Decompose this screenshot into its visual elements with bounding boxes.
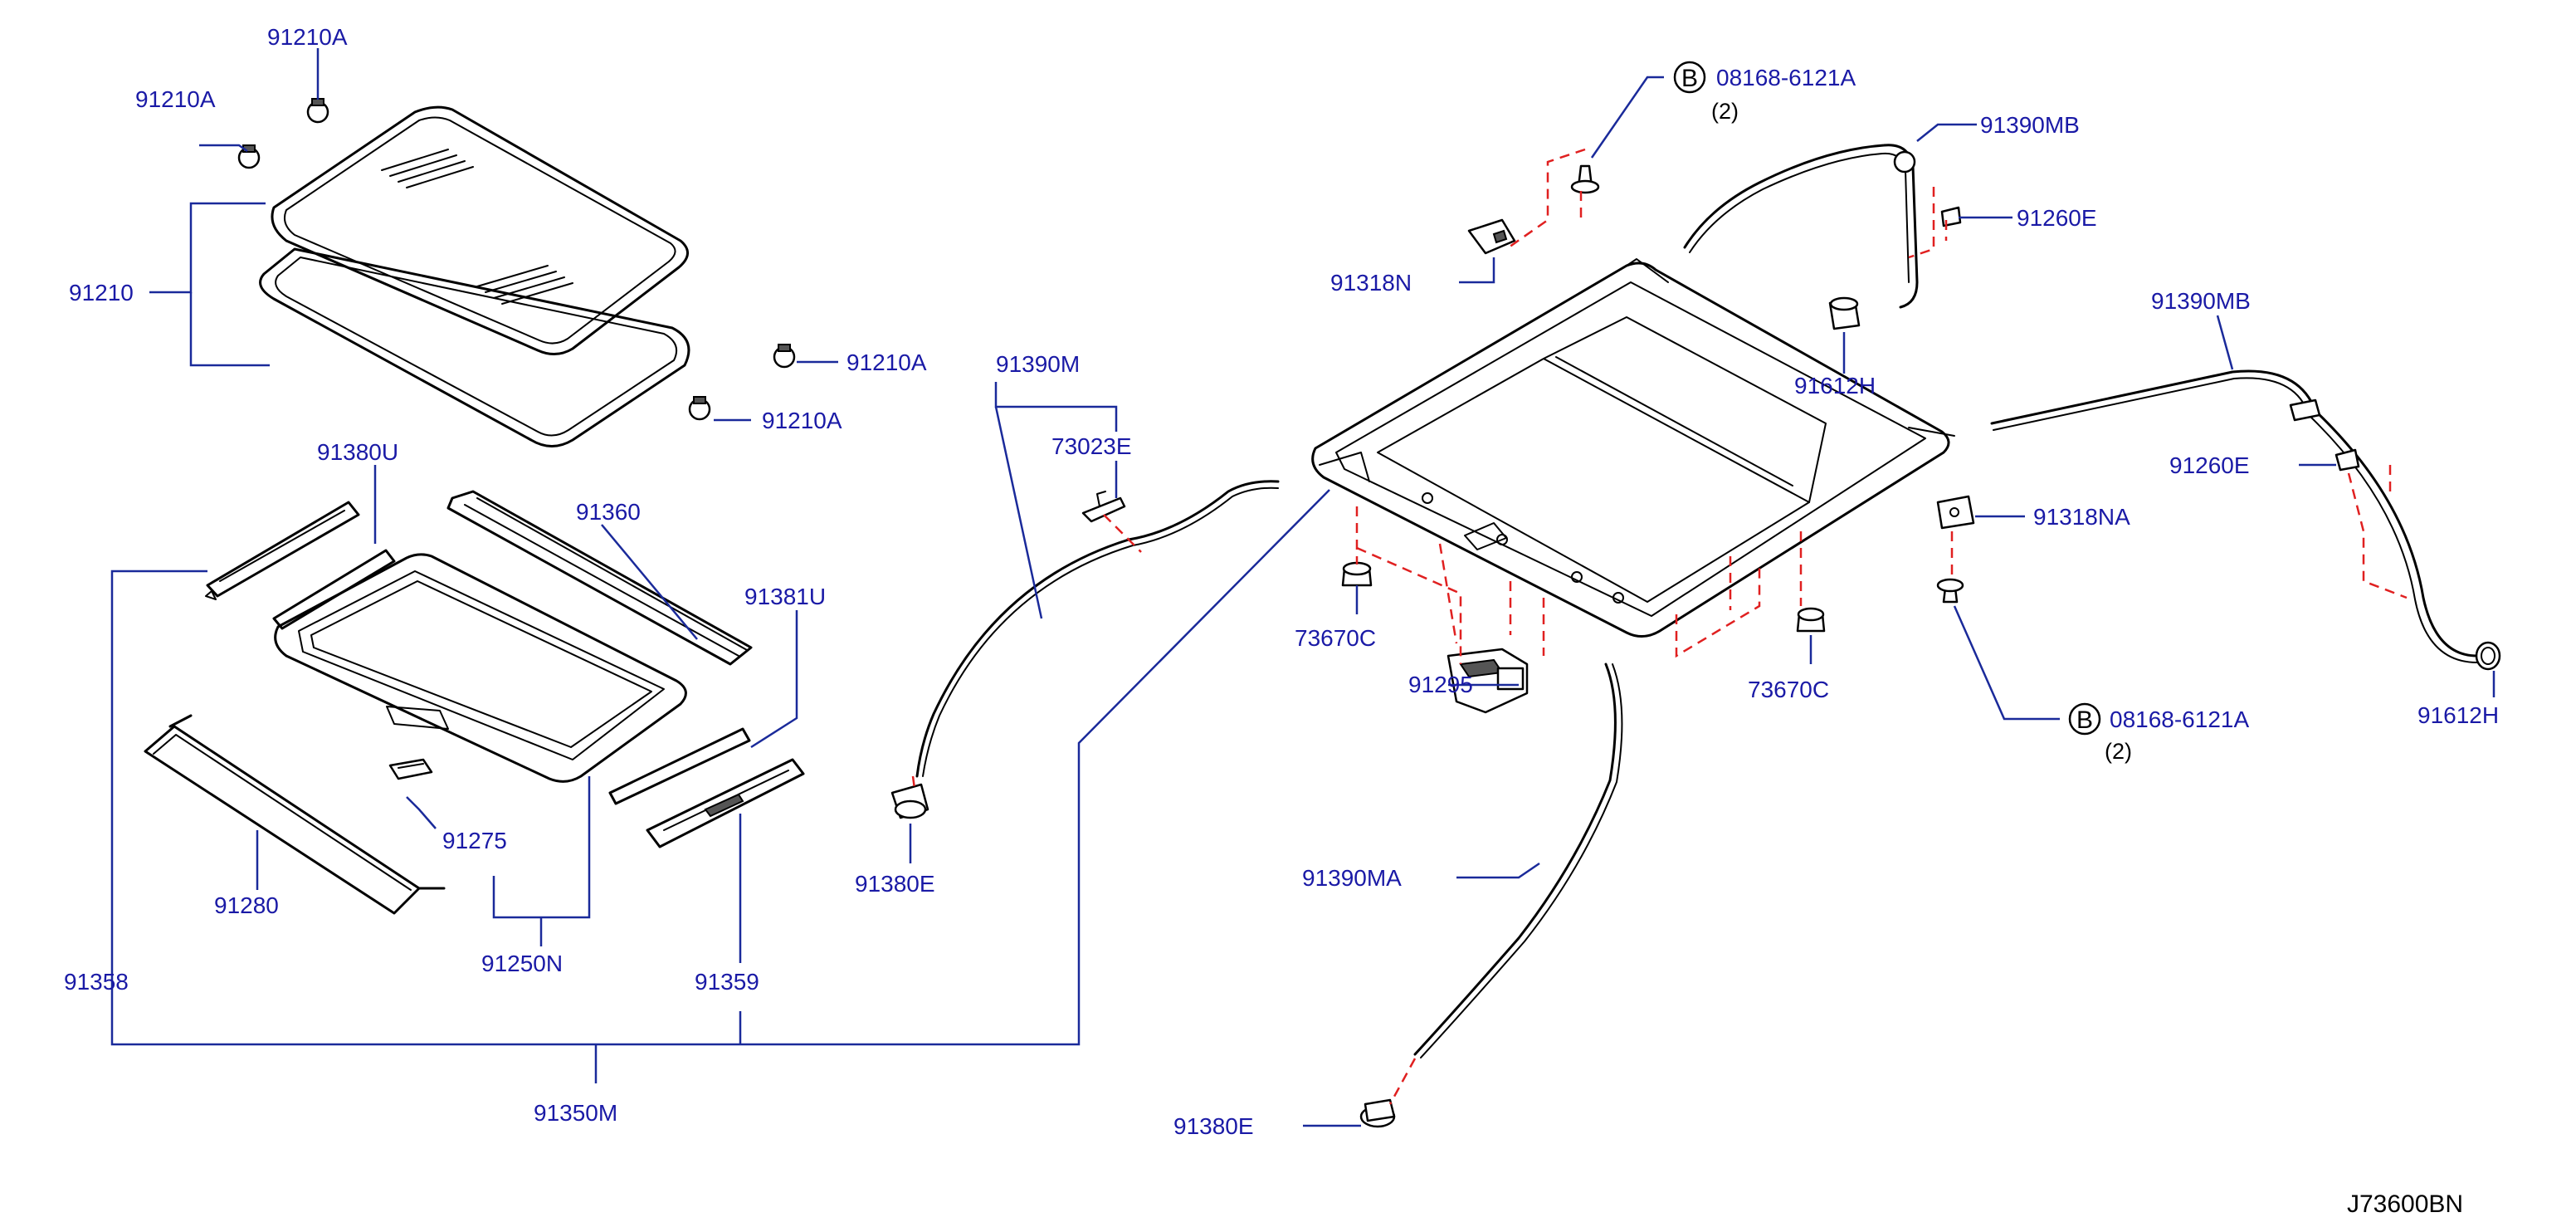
clip-part-91260E-right — [2334, 448, 2360, 472]
label-91275: 91275 — [442, 828, 507, 853]
glass-seal-part — [259, 247, 690, 447]
drain-hose-91390MB-right — [1990, 369, 2479, 663]
bracket-part-91318N — [1467, 218, 1516, 255]
grommet-91380E-left — [890, 783, 929, 819]
handle-part-91275 — [388, 758, 433, 780]
label-91318N: 91318N — [1330, 270, 1412, 296]
grommet-part-91612H-mid — [1828, 296, 1861, 330]
bolt-part-08168-top — [1570, 164, 1600, 194]
screw-91210A-top — [306, 98, 329, 124]
drain-hose-91390M — [915, 480, 1280, 778]
label-08168-bottom: 08168-6121A — [2110, 706, 2249, 732]
leader-lines — [110, 48, 2496, 1127]
clip-part-91260E-top — [1940, 206, 1962, 227]
label-91295: 91295 — [1408, 672, 1473, 697]
label-91210A-left: 91210A — [135, 86, 216, 112]
label-91318NA: 91318NA — [2033, 504, 2130, 530]
drain-hose-91390MB-top — [1683, 144, 1919, 309]
sunshade-panel-part-91280 — [144, 714, 446, 915]
label-91380E-left: 91380E — [855, 871, 935, 897]
label-91210A-mid: 91210A — [846, 350, 927, 375]
screw-91210A-mid — [773, 344, 796, 369]
label-91260E-top: 91260E — [2017, 205, 2097, 231]
label-91360: 91360 — [576, 499, 641, 525]
label-91381U: 91381U — [744, 584, 826, 609]
nut-73670C-right — [1796, 607, 1826, 633]
label-91280: 91280 — [214, 892, 279, 918]
label-91390MB-right: 91390MB — [2151, 288, 2251, 314]
screw-91210A-left — [237, 144, 261, 169]
label-91390MA: 91390MA — [1302, 865, 1402, 891]
assembly-dash-lines — [911, 148, 2408, 1105]
rail-strip-part-91380U — [272, 549, 396, 630]
label-91390M: 91390M — [996, 351, 1080, 377]
label-91210A-low: 91210A — [762, 408, 842, 433]
label-quantity-bottom: (2) — [2105, 739, 2132, 764]
front-deflector-part-91360 — [446, 490, 753, 666]
label-91612H-mid: 91612H — [1794, 373, 1876, 398]
grommet-part-91380E-bottom — [1359, 1098, 1396, 1128]
screw-91210A-low — [688, 396, 711, 421]
label-08168-top: 08168-6121A — [1716, 65, 1856, 90]
label-quantity-top: (2) — [1711, 99, 1739, 124]
drain-hose-91390MA — [1413, 662, 1623, 1058]
rail-strip-part-91381U — [608, 727, 751, 805]
label-91350M: 91350M — [534, 1100, 617, 1126]
label-91380E-bottom: 91380E — [1173, 1113, 1254, 1139]
label-91358: 91358 — [64, 969, 129, 995]
bolt-b-badge-top: B — [1673, 61, 1706, 94]
bracket-part-91318NA — [1936, 495, 1975, 530]
label-91612H-right: 91612H — [2417, 702, 2499, 728]
nut-73670C-left — [1341, 561, 1373, 587]
guide-rail-part-91380U — [205, 501, 360, 600]
bolt-b-badge-bottom: B — [2068, 702, 2101, 736]
bolt-b-symbol-top: B — [1681, 65, 1698, 92]
label-91380U: 91380U — [317, 439, 398, 465]
bolt-b-symbol-bottom: B — [2076, 706, 2093, 734]
label-91260E-right: 91260E — [2169, 452, 2250, 478]
sunshade-frame-part — [274, 553, 687, 783]
label-91210A-top: 91210A — [267, 24, 348, 50]
part-labels: 91210A 91210A 91210 91210A 91210A 91380U… — [64, 24, 2499, 1139]
sunroof-frame-part — [1311, 258, 1955, 638]
diagram-reference-code: J73600BN — [2347, 1190, 2463, 1218]
glass-panel-part — [271, 105, 689, 355]
label-91210: 91210 — [69, 280, 134, 306]
guide-rail-part-91359 — [646, 758, 805, 848]
label-73023E: 73023E — [1051, 433, 1132, 459]
label-91390MB-top: 91390MB — [1980, 112, 2080, 138]
grommet-part-91612H-right — [2475, 641, 2501, 671]
label-91250N: 91250N — [481, 951, 563, 976]
bolt-part-08168-bottom — [1936, 578, 1964, 604]
label-91359: 91359 — [695, 969, 759, 995]
clip-part-73023E — [1081, 491, 1126, 523]
label-73670C-right: 73670C — [1748, 677, 1829, 702]
label-73670C-left: 73670C — [1295, 625, 1376, 651]
